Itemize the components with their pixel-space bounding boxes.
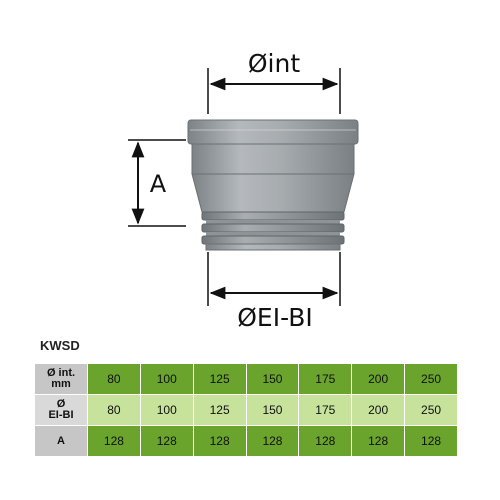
seal-ring: [201, 211, 345, 221]
table-row-inner-diameter: Ø int.mm 80 100 125 150 175 200 250: [35, 364, 457, 394]
table-cell: 128: [193, 426, 246, 456]
seal-ring: [206, 232, 340, 236]
table-cell: 200: [352, 364, 405, 394]
table-cell: 80: [88, 395, 140, 425]
table-cell: 128: [352, 426, 405, 456]
row-header: Ø int.mm: [35, 364, 87, 394]
table-cell: 150: [246, 395, 299, 425]
table-cell: 250: [405, 395, 457, 425]
table-cell: 200: [352, 395, 405, 425]
table-cell: 150: [246, 364, 299, 394]
upper-cylinder: [191, 143, 355, 175]
table-cell: 128: [140, 426, 193, 456]
seal-ring: [201, 235, 345, 245]
table-cell: 125: [193, 395, 246, 425]
product-code: KWSD: [40, 338, 80, 353]
row-header: A: [35, 426, 87, 456]
table-cell: 125: [193, 364, 246, 394]
table-cell: 100: [140, 395, 193, 425]
table-cell: 128: [299, 426, 352, 456]
inner-diameter-dimension: Øint: [207, 49, 341, 114]
table-row-height: A 128 128 128 128 128 128 128: [35, 426, 457, 456]
spigot-diameter-dimension: ØEI-BI: [207, 252, 341, 330]
seal-ring: [206, 220, 340, 224]
table-cell: 175: [299, 395, 352, 425]
label-inner-diameter: Øint: [248, 49, 300, 78]
table-cell: 128: [88, 426, 140, 456]
table-cell: 80: [88, 364, 140, 394]
reducer-part: [187, 119, 359, 251]
height-dimension: A: [128, 139, 186, 227]
spigot: [205, 243, 341, 251]
top-collar: [187, 119, 359, 145]
table-cell: 128: [405, 426, 457, 456]
table-cell: 100: [140, 364, 193, 394]
table-cell: 128: [246, 426, 299, 456]
label-height: A: [150, 170, 167, 198]
label-spigot-diameter: ØEI-BI: [237, 303, 313, 330]
table-cell: 250: [405, 364, 457, 394]
conical-transition: [191, 173, 355, 213]
seal-ring: [201, 223, 345, 233]
reducer-diagram: Øint A ØEI-BI: [128, 49, 359, 330]
table-cell: 175: [299, 364, 352, 394]
